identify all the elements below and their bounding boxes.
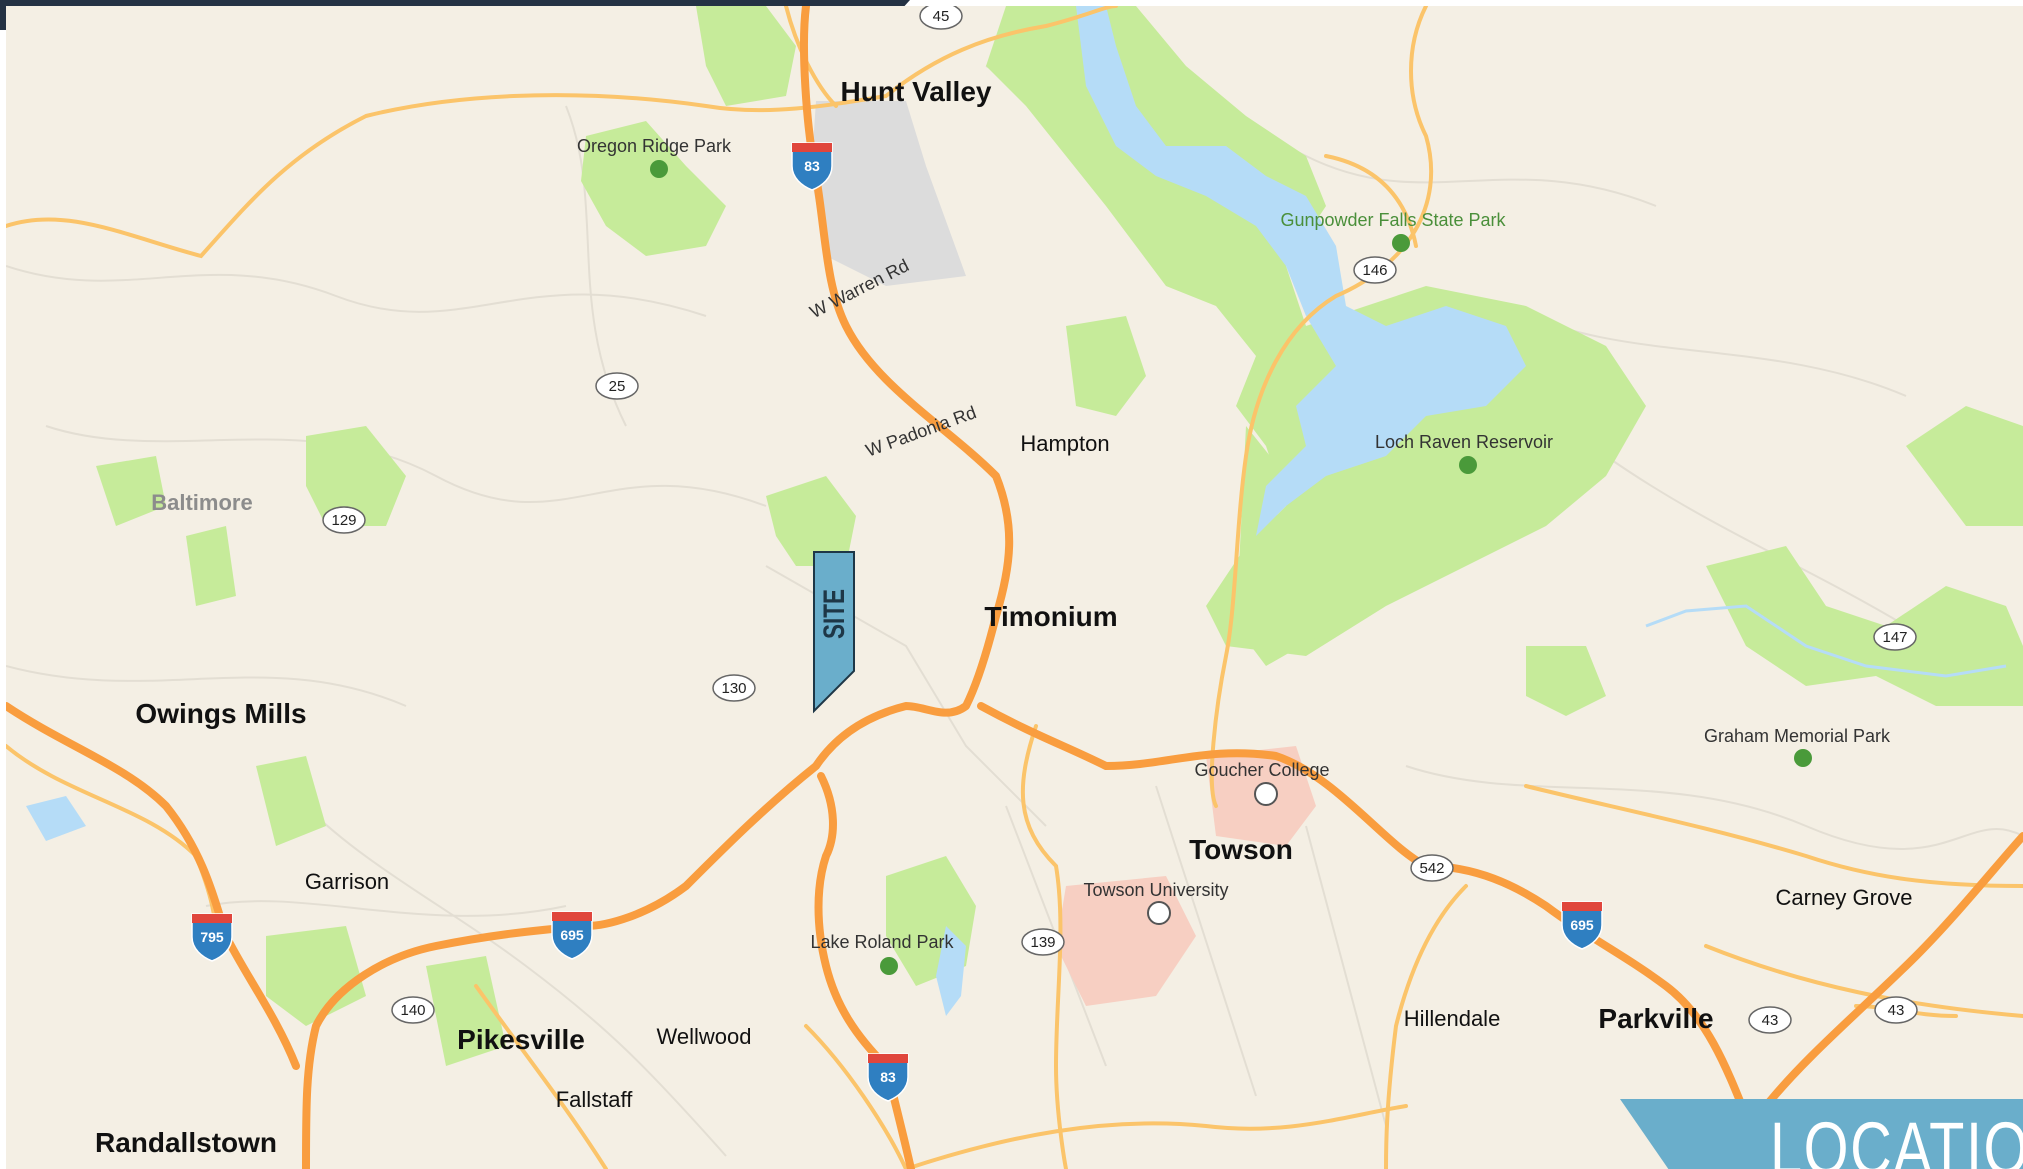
park-icons — [650, 160, 1812, 975]
pond — [26, 796, 86, 841]
site-pin-shape — [813, 551, 855, 714]
shield-147: 147 — [1873, 623, 1917, 651]
oregon-ridge-park-area — [581, 121, 726, 256]
loch-raven-reservoir — [1076, 6, 1526, 536]
garrison-label: Garrison — [305, 869, 389, 894]
i83-south-shield: 83 — [867, 1053, 909, 1102]
location-title: LOCATION — [1770, 1107, 2023, 1169]
svg-text:139: 139 — [1030, 934, 1055, 951]
highways — [6, 6, 2023, 1169]
carney-grove-label: Carney Grove — [1776, 885, 1913, 910]
i695-west-shield: 695 — [551, 911, 593, 960]
place-labels: Hunt Valley Timonium Towson Owings Mills… — [95, 76, 1912, 1158]
park-area — [696, 6, 796, 106]
shield-45: 45 — [919, 6, 963, 30]
svg-text:130: 130 — [721, 680, 746, 697]
shield-146: 146 — [1353, 256, 1397, 284]
svg-text:43: 43 — [1762, 1012, 1779, 1029]
svg-text:83: 83 — [880, 1069, 896, 1085]
randallstown-label: Randallstown — [95, 1127, 277, 1158]
shield-130: 130 — [712, 674, 756, 702]
oregon-ridge-park-label: Oregon Ridge Park — [577, 136, 732, 156]
interstate-shields: 83 83 695 695 795 — [191, 142, 1603, 1102]
pikesville-label: Pikesville — [457, 1024, 585, 1055]
park-area — [1066, 316, 1146, 416]
goucher-college-label: Goucher College — [1194, 760, 1329, 780]
park-area — [1236, 426, 1336, 666]
shield-43-east: 43 — [1874, 996, 1918, 1024]
timonium-label: Timonium — [984, 601, 1117, 632]
graham-memorial-park-label: Graham Memorial Park — [1704, 726, 1891, 746]
baltimore-county-label: Baltimore — [151, 490, 252, 515]
svg-text:542: 542 — [1419, 860, 1444, 877]
site-label: SITE — [817, 589, 851, 639]
svg-text:25: 25 — [609, 378, 626, 395]
parkville-label: Parkville — [1598, 1003, 1713, 1034]
hunt-valley-label: Hunt Valley — [841, 76, 992, 107]
graham-memorial-park-area — [1706, 546, 2023, 706]
fallstaff-label: Fallstaff — [556, 1087, 634, 1112]
towson-label: Towson — [1189, 834, 1293, 865]
oregon-ridge-tree-icon — [650, 160, 668, 178]
site-marker[interactable]: SITE — [813, 551, 855, 714]
towson-university-marker — [1147, 901, 1171, 925]
svg-text:147: 147 — [1882, 629, 1907, 646]
water — [26, 6, 2007, 1016]
i83-north-shield: 83 — [791, 142, 833, 191]
loch-raven-reservoir-label: Loch Raven Reservoir — [1375, 432, 1553, 452]
route-shields: 45 25 129 130 146 147 542 139 140 43 43 — [322, 6, 1918, 1034]
shield-139: 139 — [1021, 928, 1065, 956]
svg-text:129: 129 — [331, 512, 356, 529]
lake-roland-tree-icon — [880, 957, 898, 975]
i695-east-shield: 695 — [1561, 901, 1603, 950]
park-area — [426, 956, 506, 1066]
lake-roland-park-label: Lake Roland Park — [810, 932, 954, 952]
hunt-valley-industrial-area — [811, 101, 966, 286]
svg-text:140: 140 — [400, 1002, 425, 1019]
shield-25: 25 — [595, 372, 639, 400]
svg-text:795: 795 — [200, 929, 224, 945]
gunpowder-falls-state-park-label: Gunpowder Falls State Park — [1280, 210, 1506, 230]
goucher-college-marker — [1254, 782, 1278, 806]
owings-mills-label: Owings Mills — [135, 698, 306, 729]
loch-raven-tree-icon — [1459, 456, 1477, 474]
svg-text:43: 43 — [1888, 1002, 1905, 1019]
interstate-795 — [6, 702, 300, 1070]
area-map[interactable]: SITE 45 25 129 130 146 147 542 139 140 4… — [6, 6, 2023, 1169]
shield-140: 140 — [391, 996, 435, 1024]
park-area — [306, 426, 406, 526]
lake-roland — [936, 926, 966, 1016]
poi-labels: Oregon Ridge Park Gunpowder Falls State … — [577, 136, 1891, 952]
svg-text:45: 45 — [933, 8, 950, 25]
park-area — [256, 756, 326, 846]
wellwood-label: Wellwood — [657, 1024, 752, 1049]
interstate-83-south — [814, 772, 915, 1169]
i795-shield: 795 — [191, 913, 233, 962]
location-banner — [1620, 1099, 2023, 1169]
park-area — [266, 926, 366, 1026]
gunpowder-tree-icon — [1392, 234, 1410, 252]
svg-text:695: 695 — [1570, 917, 1594, 933]
park-area — [766, 476, 856, 566]
svg-text:83: 83 — [804, 158, 820, 174]
park-area — [1906, 406, 2023, 526]
interstate-695-northeast — [1762, 832, 2023, 1110]
towson-university-label: Towson University — [1083, 880, 1228, 900]
park-area — [1526, 646, 1606, 716]
interstate-695-east — [977, 702, 1770, 1169]
shield-129: 129 — [322, 506, 366, 534]
svg-text:146: 146 — [1362, 262, 1387, 279]
shield-43-west: 43 — [1748, 1006, 1792, 1034]
hampton-label: Hampton — [1020, 431, 1109, 456]
svg-text:695: 695 — [560, 927, 584, 943]
shield-542: 542 — [1410, 854, 1454, 882]
interstate-83-695-west — [302, 6, 1014, 1169]
park-area — [96, 456, 236, 606]
graham-tree-icon — [1794, 749, 1812, 767]
hillendale-label: Hillendale — [1404, 1006, 1501, 1031]
